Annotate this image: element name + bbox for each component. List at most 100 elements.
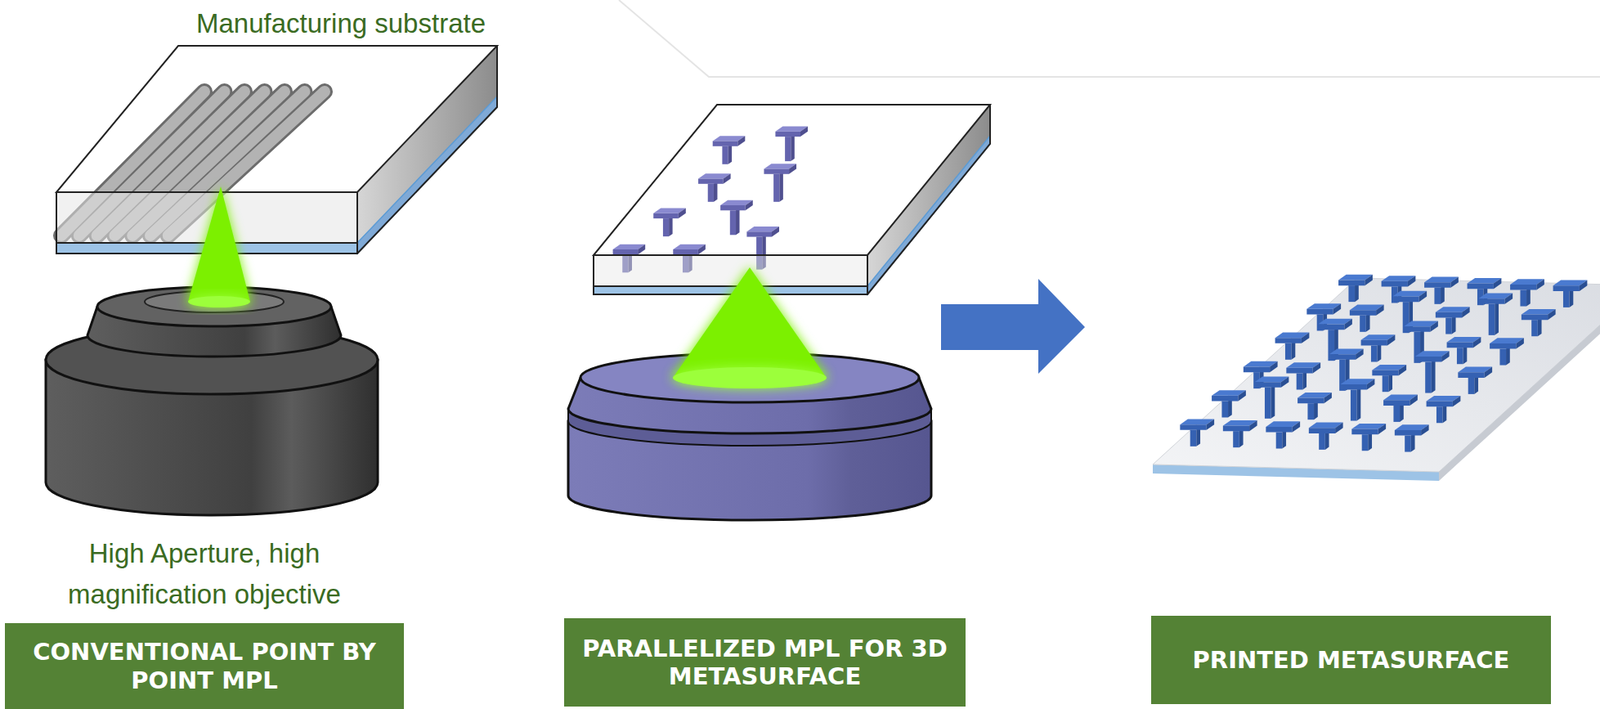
t-structure [1424,277,1459,305]
t-plate-side [1473,336,1482,348]
t-plate-side [698,244,706,256]
box-label: PARALLELIZED MPL FOR 3D METASURFACE [578,634,951,691]
t-plate-front [712,141,739,147]
t-plate-front [775,131,801,137]
t-plate-side [1378,423,1387,435]
t-stem-side [1302,370,1307,390]
t-structure [1415,350,1450,393]
substrate-edges [56,45,498,254]
t-structure [1447,336,1482,364]
t-stem-side [1526,286,1531,306]
t-stem-side [1494,301,1499,336]
t-stem-side [1463,345,1468,364]
t-structure [1435,306,1471,334]
t-stem [1232,430,1240,448]
t-structure [720,200,753,236]
t-plate-front [1286,367,1313,374]
t-plate-side [1375,304,1385,316]
substrate-conventional [56,45,498,254]
t-stem [1190,430,1197,447]
t-plate-front [1351,429,1378,435]
t-plate-front [1265,426,1292,433]
t-plate-side [1419,291,1428,302]
t-plate-front [1424,282,1451,288]
t-structure [1338,274,1373,302]
t-plate-front [1457,371,1484,378]
t-stem [730,210,736,235]
t-plate-front [746,231,772,237]
t-plate-side [1323,392,1332,404]
t-plate-front [1381,281,1408,287]
substrate-parallel [593,104,991,295]
t-stem-side [1443,403,1448,423]
t-stem [1276,432,1283,449]
t-plate-front [763,169,789,175]
t-structure [1179,419,1215,447]
t-stem-side [1239,428,1244,448]
t-plate-front [613,249,639,255]
t-stem-side [728,143,733,165]
t-plate-front [1426,401,1453,408]
t-plate-side [1387,334,1396,346]
t-stem-side [1281,429,1287,449]
t-plate-side [1398,364,1408,376]
t-structure [1394,424,1430,452]
t-plate-front [1211,395,1238,402]
t-plate-side [1333,303,1342,314]
t-plate-side [1420,424,1430,435]
t-stem-side [1325,430,1330,450]
t-stem [663,218,669,237]
stage-box: PRINTED METASURFACE [1151,615,1551,704]
t-structure [1275,332,1310,360]
frame-line [618,0,1600,77]
t-plate-front [720,205,746,211]
t-plate-front [1489,343,1516,350]
objective-conventional [45,186,378,516]
t-plate-front [1553,285,1580,292]
t-plate-side [723,173,731,184]
t-structure [1351,423,1386,451]
t-plate-side [771,226,780,238]
t-structure [1349,304,1385,332]
t-plate-side [1292,421,1301,432]
t-structure [698,173,731,202]
t-structure [1265,421,1300,449]
t-plate-front [1415,356,1442,363]
t-structure [1340,378,1376,421]
t-stem [1519,290,1527,307]
t-stem-side [1271,385,1276,419]
t-stem-side [790,134,795,162]
t-plate-front [1361,340,1388,346]
t-stem-side [1474,375,1479,395]
printed-structures [613,126,808,274]
t-structure [1286,362,1321,390]
substrate-side [357,45,498,254]
t-plate-front [1243,367,1270,373]
metasurface-slab [1152,277,1600,472]
t-plate-front [1338,279,1365,286]
t-plate-side [1429,321,1439,332]
t-plate-front [1435,312,1462,319]
t-plate-side [800,126,808,138]
t-stem-side [668,215,673,237]
t-stem [1264,387,1272,419]
t-stem-side [1411,432,1416,452]
t-stem-side [1537,317,1542,337]
t-stem-side [735,207,740,235]
t-plate-front [672,249,699,255]
t-plate-side [1249,420,1258,431]
t-plate-side [678,208,686,220]
t-structure [1426,395,1462,423]
t-plate-front [1306,309,1333,315]
t-stem-side [1505,345,1511,365]
t-stem-side [1452,314,1457,334]
t-stem-side [1569,288,1574,308]
t-structure [1457,367,1493,395]
t-stem [1499,349,1506,366]
t-stem-side [1366,312,1371,332]
t-plate-side [1344,318,1353,330]
t-plate-side [1206,419,1215,431]
t-plate-side [1536,278,1545,290]
metasurface [1152,274,1600,481]
t-plate-front [1297,398,1324,404]
